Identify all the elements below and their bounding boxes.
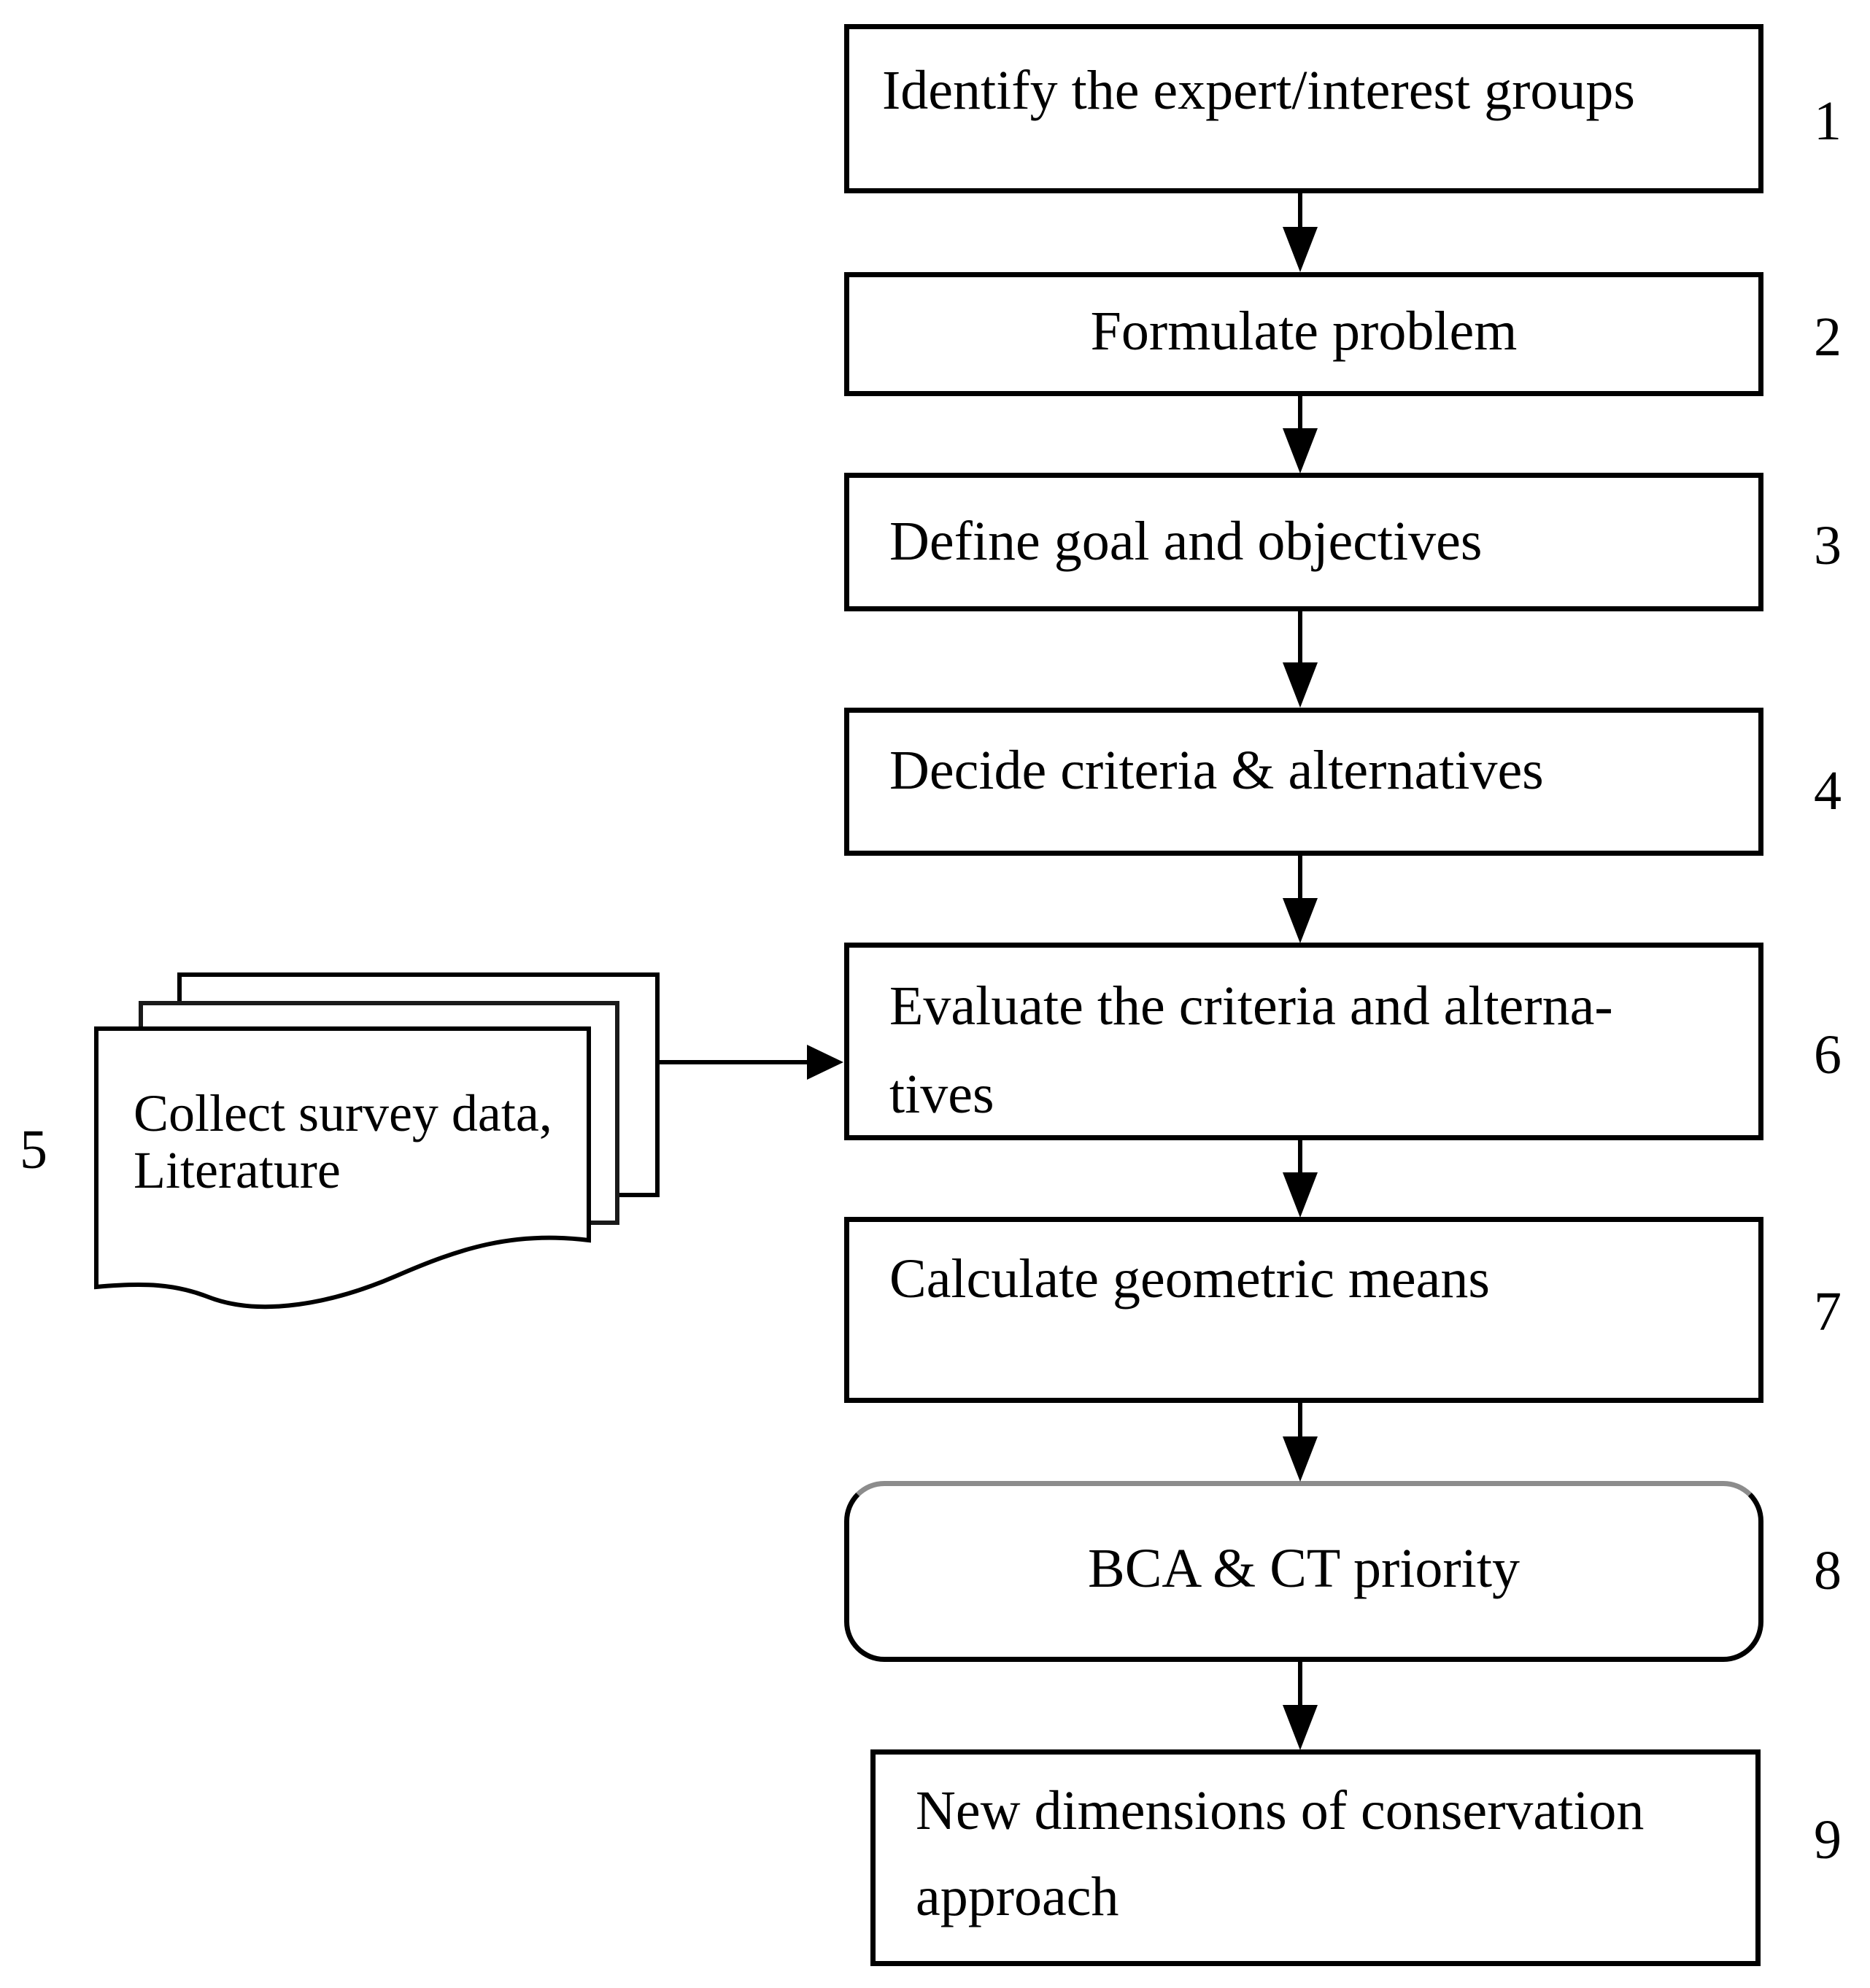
- arrow-stem: [1298, 396, 1302, 433]
- flow-step-define-goal: Define goal and objectives: [844, 473, 1763, 611]
- arrow-stem: [1298, 1140, 1302, 1177]
- arrow-head-down-icon: [1283, 662, 1318, 708]
- arrow-down-8-9: [1283, 1662, 1318, 1750]
- flow-step-bca-ct-priority: BCA & CT priority: [844, 1481, 1763, 1662]
- flow-step-new-dimensions: New dimensions of conservation approach: [870, 1749, 1761, 1966]
- arrow-head-down-icon: [1283, 898, 1318, 943]
- step-number-8: 8: [1814, 1540, 1842, 1601]
- arrow-down-6-7: [1283, 1140, 1318, 1218]
- collect-data-label: Collect survey data, Literature: [134, 1084, 552, 1199]
- arrow-down-4-6: [1283, 856, 1318, 943]
- flow-step-formulate-problem: Formulate problem: [844, 272, 1763, 396]
- arrow-stem: [1298, 856, 1302, 902]
- flow-step-identify-groups: Identify the expert/interest groups: [844, 24, 1763, 193]
- arrow-stem: [1298, 1403, 1302, 1441]
- step-number-9: 9: [1814, 1809, 1842, 1871]
- step-number-1: 1: [1814, 90, 1842, 152]
- step-number-4: 4: [1814, 760, 1842, 821]
- arrow-down-7-8: [1283, 1403, 1318, 1482]
- step-number-5: 5: [20, 1119, 47, 1180]
- arrow-head-down-icon: [1283, 428, 1318, 473]
- arrow-right-data-to-evaluate: [659, 1045, 843, 1080]
- flow-step-decide-criteria: Decide criteria & alternatives: [844, 708, 1763, 856]
- arrow-head-right-icon: [807, 1045, 843, 1080]
- arrow-stem: [659, 1060, 808, 1064]
- document-page-front: [94, 1026, 591, 1310]
- step-number-6: 6: [1814, 1024, 1842, 1086]
- flow-step-evaluate-criteria: Evaluate the criteria and alterna- tives: [844, 943, 1763, 1140]
- step-number-3: 3: [1814, 515, 1842, 576]
- arrow-stem: [1298, 193, 1302, 231]
- arrow-stem: [1298, 611, 1302, 667]
- arrow-head-down-icon: [1283, 1436, 1318, 1482]
- step-number-7: 7: [1814, 1281, 1842, 1342]
- arrow-down-3-4: [1283, 611, 1318, 708]
- arrow-down-1-2: [1283, 193, 1318, 272]
- arrow-stem: [1298, 1662, 1302, 1709]
- arrow-down-2-3: [1283, 396, 1318, 473]
- step-number-2: 2: [1814, 306, 1842, 368]
- arrow-head-down-icon: [1283, 1705, 1318, 1750]
- flow-step-geometric-means: Calculate geometric means: [844, 1217, 1763, 1403]
- arrow-head-down-icon: [1283, 1172, 1318, 1218]
- arrow-head-down-icon: [1283, 227, 1318, 272]
